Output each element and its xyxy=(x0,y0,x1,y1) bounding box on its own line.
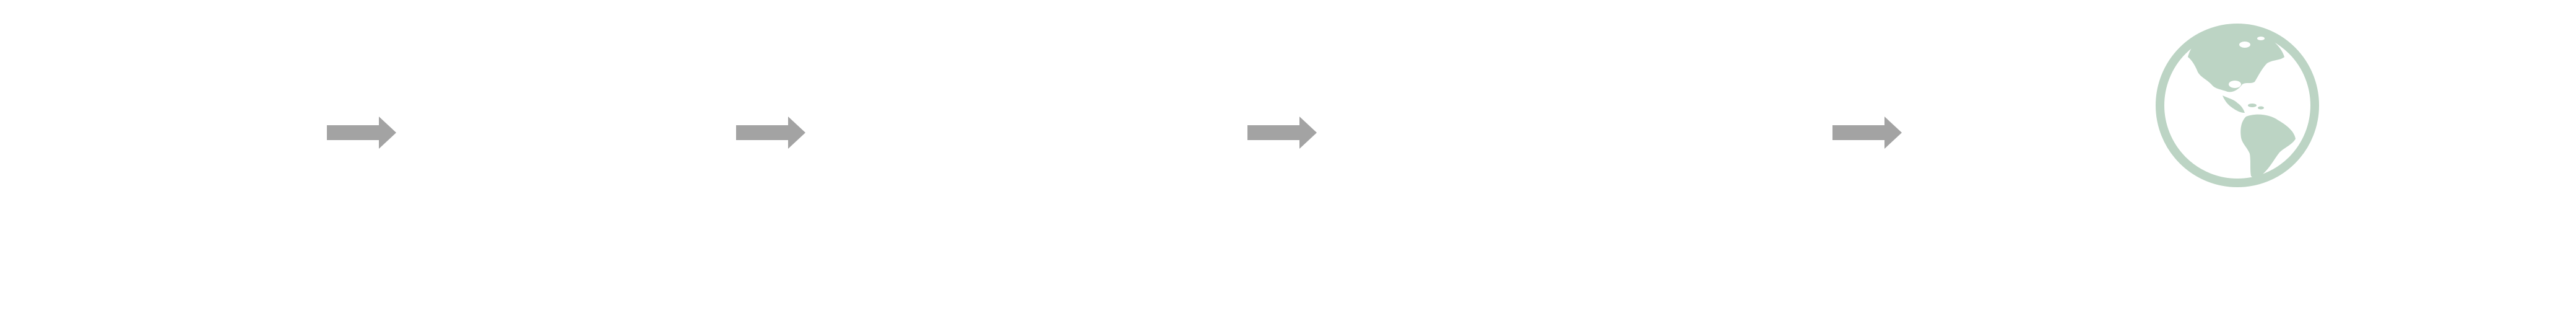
globe-icon xyxy=(2152,20,2323,191)
right-arrow-icon xyxy=(324,115,399,150)
right-arrow-icon xyxy=(1830,115,1904,150)
right-arrow-icon xyxy=(1245,115,1319,150)
right-arrow-icon xyxy=(734,115,808,150)
